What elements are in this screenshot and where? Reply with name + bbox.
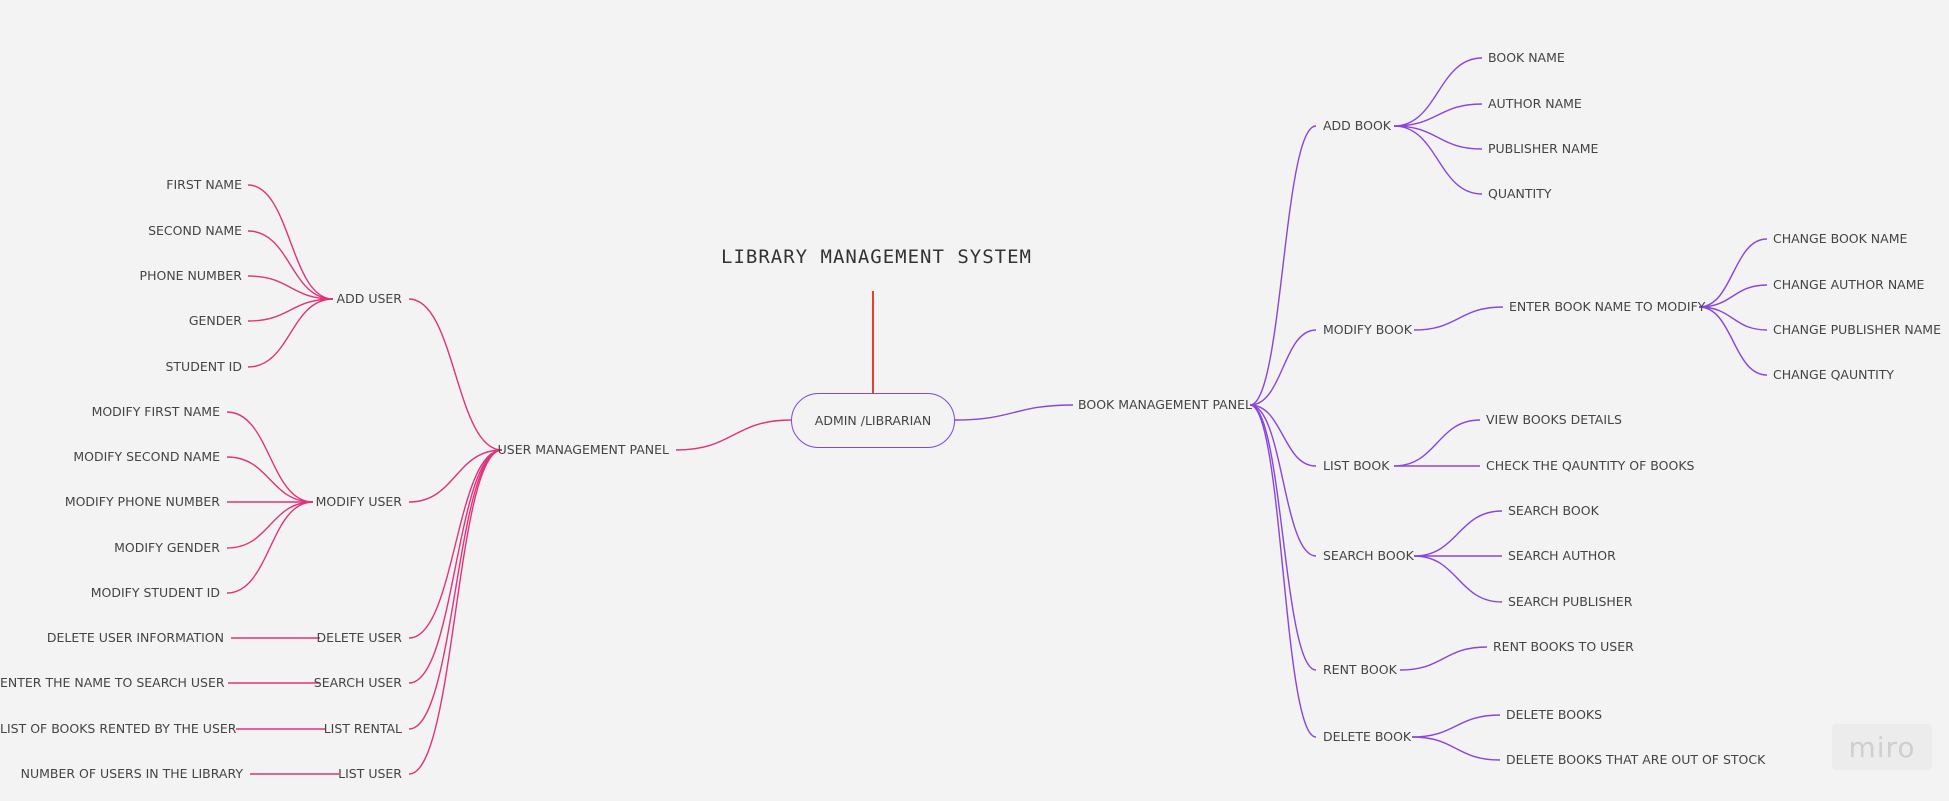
link-book-panel-1 (1249, 329, 1317, 406)
node-delete-user-information[interactable]: DELETE USER INFORMATION (46, 630, 224, 645)
node-second-name[interactable]: SECOND NAME (148, 223, 242, 238)
node-rent-books-to-user[interactable]: RENT BOOKS TO USER (1493, 639, 1634, 654)
node-delete-book[interactable]: DELETE BOOK (1323, 729, 1412, 744)
link-modify-user-4 (226, 501, 314, 594)
node-first-name[interactable]: FIRST NAME (166, 177, 242, 192)
node-search-book[interactable]: SEARCH BOOK (1323, 548, 1414, 563)
link-user-panel-2 (408, 449, 503, 639)
node-add-book[interactable]: ADD BOOK (1323, 118, 1392, 133)
link-user-panel-3 (408, 449, 503, 684)
node-check-quantity-of-books[interactable]: CHECK THE QAUNTITY OF BOOKS (1486, 458, 1695, 473)
link-add-user-4 (247, 298, 334, 368)
link-search-book-2 (1413, 555, 1503, 603)
node-student-id[interactable]: STUDENT ID (165, 359, 242, 374)
node-list-books-rented[interactable]: LIST OF BOOKS RENTED BY THE USER (0, 721, 237, 736)
link-add-user-1 (247, 230, 334, 300)
link-enter-modify-1 (1698, 284, 1768, 308)
node-modify-first-name[interactable]: MODIFY FIRST NAME (91, 404, 220, 419)
node-view-books-details[interactable]: VIEW BOOKS DETAILS (1486, 412, 1622, 427)
root-node-admin-librarian[interactable]: ADMIN /LIBRARIAN (791, 393, 955, 448)
node-list-book[interactable]: LIST BOOK (1323, 458, 1390, 473)
miro-watermark-logo: miro (1832, 724, 1932, 770)
link-add-book-0 (1393, 57, 1483, 127)
link-modify-user-0 (226, 411, 314, 503)
node-modify-second-name[interactable]: MODIFY SECOND NAME (73, 449, 220, 464)
link-add-user-2 (247, 275, 334, 300)
node-modify-gender[interactable]: MODIFY GENDER (114, 540, 220, 555)
node-author-name[interactable]: AUTHOR NAME (1488, 96, 1582, 111)
link-book-panel-4 (1249, 404, 1317, 671)
node-modify-phone-number[interactable]: MODIFY PHONE NUMBER (64, 494, 220, 509)
node-change-book-name[interactable]: CHANGE BOOK NAME (1773, 231, 1908, 246)
link-rent-book-0 (1399, 646, 1488, 671)
node-change-publisher-name[interactable]: CHANGE PUBLISHER NAME (1773, 322, 1941, 337)
node-gender[interactable]: GENDER (188, 313, 242, 328)
node-delete-user[interactable]: DELETE USER (316, 630, 402, 645)
node-quantity[interactable]: QUANTITY (1488, 186, 1552, 201)
link-add-user-0 (247, 184, 334, 300)
link-enter-modify-3 (1698, 306, 1768, 376)
link-delete-book-0 (1411, 714, 1501, 738)
link-add-book-3 (1393, 125, 1483, 195)
node-search-publisher[interactable]: SEARCH PUBLISHER (1508, 594, 1633, 609)
link-add-user-3 (247, 298, 334, 322)
link-root-book-panel (954, 404, 1074, 421)
node-modify-user[interactable]: MODIFY USER (315, 494, 402, 509)
node-phone-number[interactable]: PHONE NUMBER (139, 268, 242, 283)
node-add-user[interactable]: ADD USER (336, 291, 402, 306)
page-title: LIBRARY MANAGEMENT SYSTEM (721, 246, 1032, 268)
link-user-panel-4 (408, 449, 503, 730)
node-change-author-name[interactable]: CHANGE AUTHOR NAME (1773, 277, 1925, 292)
node-rent-book[interactable]: RENT BOOK (1323, 662, 1397, 677)
node-modify-student-id[interactable]: MODIFY STUDENT ID (90, 585, 220, 600)
node-book-management-panel[interactable]: BOOK MANAGEMENT PANEL (1078, 397, 1252, 412)
node-number-of-users[interactable]: NUMBER OF USERS IN THE LIBRARY (20, 766, 243, 781)
link-enter-modify-2 (1698, 306, 1768, 331)
link-add-book-2 (1393, 125, 1483, 150)
link-book-panel-2 (1249, 404, 1317, 467)
link-user-panel-0 (408, 298, 503, 451)
node-search-author[interactable]: SEARCH AUTHOR (1508, 548, 1616, 563)
node-delete-books-out-of-stock[interactable]: DELETE BOOKS THAT ARE OUT OF STOCK (1506, 752, 1766, 767)
link-book-panel-5 (1249, 404, 1317, 738)
link-list-book-0 (1393, 419, 1481, 467)
link-user-panel-5 (408, 449, 503, 775)
link-delete-book-1 (1411, 736, 1501, 761)
node-enter-book-name-to-modify[interactable]: ENTER BOOK NAME TO MODIFY (1509, 299, 1706, 314)
link-book-panel-0 (1249, 125, 1317, 406)
link-enter-modify-0 (1698, 238, 1768, 308)
link-modify-user-3 (226, 501, 314, 549)
link-root-user-panel (675, 419, 792, 451)
node-search-book-child[interactable]: SEARCH BOOK (1508, 503, 1599, 518)
link-modify-user-1 (226, 456, 314, 503)
link-search-book-0 (1413, 510, 1503, 557)
link-user-panel-1 (408, 449, 503, 503)
link-book-panel-3 (1249, 404, 1317, 557)
link-modify-book-0 (1413, 306, 1504, 331)
node-delete-books[interactable]: DELETE BOOKS (1506, 707, 1603, 722)
node-book-name[interactable]: BOOK NAME (1488, 50, 1565, 65)
node-list-user[interactable]: LIST USER (338, 766, 402, 781)
node-list-rental[interactable]: LIST RENTAL (323, 721, 402, 736)
node-publisher-name[interactable]: PUBLISHER NAME (1488, 141, 1599, 156)
node-modify-book[interactable]: MODIFY BOOK (1323, 322, 1412, 337)
node-enter-name-search-user[interactable]: ENTER THE NAME TO SEARCH USER (0, 675, 225, 690)
link-add-book-1 (1393, 103, 1483, 127)
node-change-quantity[interactable]: CHANGE QAUNTITY (1773, 367, 1895, 382)
node-search-user[interactable]: SEARCH USER (313, 675, 402, 690)
node-user-management-panel[interactable]: USER MANAGEMENT PANEL (497, 442, 669, 457)
